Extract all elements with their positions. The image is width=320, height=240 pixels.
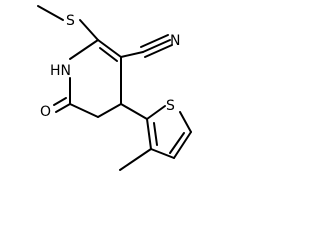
bond-s-c2 [79, 19, 99, 41]
bond-c6-o-double [53, 97, 67, 106]
bond-c2-n1 [69, 39, 99, 60]
bond-tc3-methyl [119, 148, 152, 171]
molecule-structure: S N HN O S [37, 5, 192, 171]
bond-c3-cn [120, 51, 144, 58]
bond-tc5-tc4 [173, 131, 192, 159]
bond-c2-c3-double [99, 47, 118, 62]
bond-tc3-tc2 [146, 118, 152, 150]
bond-tc5-tc4-double [169, 132, 185, 154]
bond-s-tc5 [179, 111, 192, 133]
bond-c2-c3 [97, 39, 122, 58]
bond-tc4-tc3 [150, 148, 175, 159]
atom-label-s-thiophene: S [166, 98, 175, 114]
atom-label-s-methylthio: S [66, 13, 75, 29]
bond-tc2-s [146, 105, 166, 120]
bond-cn-triple-c [144, 44, 173, 58]
bond-cn-triple-a [142, 39, 171, 53]
atom-label-hn-ring: HN [50, 63, 71, 79]
atom-label-o-carbonyl: O [40, 104, 51, 120]
bond-cn-triple-b [140, 34, 169, 48]
bond-methyl-s [37, 5, 64, 21]
atom-label-n-nitrile: N [170, 33, 180, 49]
bond-c4-c5 [97, 103, 122, 118]
bond-c6-o [55, 103, 71, 113]
bond-c5-c6 [69, 103, 99, 118]
bond-c4-thiophene [120, 103, 148, 120]
molecule-canvas: S N HN O S [37, 5, 192, 171]
bond-tc3-tc2-double [153, 122, 158, 146]
